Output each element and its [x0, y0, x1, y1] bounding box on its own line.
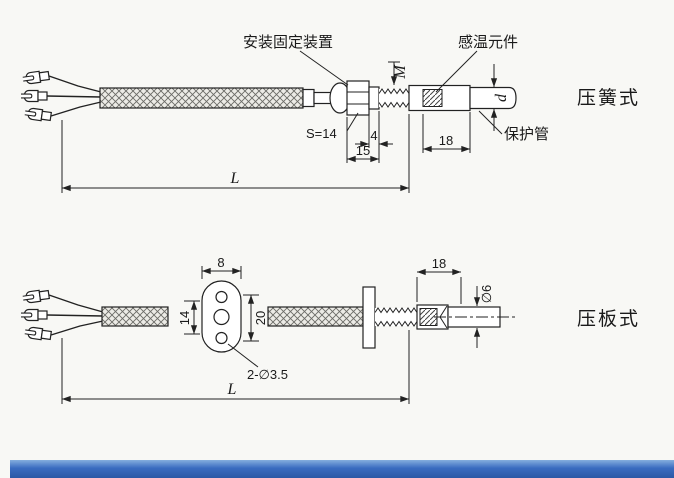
protection-tube — [469, 86, 517, 110]
dim-18-bottom: 18 — [416, 256, 462, 304]
thread-section-bottom — [374, 307, 418, 327]
leader-mounting — [299, 50, 349, 86]
sensing-element — [422, 89, 443, 107]
dim-20: 20 — [243, 294, 268, 342]
leader-sensing — [435, 50, 478, 93]
lead-wires — [46, 75, 102, 117]
dim-8: 8 — [201, 255, 242, 279]
holes-label: 2-∅3.5 — [247, 367, 288, 382]
dim-L-top: L — [61, 114, 410, 193]
dim-d: d — [490, 64, 510, 131]
bottom-blue-bar — [10, 460, 674, 478]
thread-mark: M — [392, 64, 409, 80]
ferrule — [302, 88, 315, 108]
diameter-mark: d — [493, 93, 510, 102]
plate-type-diagram: 8 14 20 2-∅3.5 — [20, 255, 640, 404]
dim-4: 4 — [355, 111, 393, 163]
label-mounting-fixture: 安装固定装置 — [243, 34, 333, 51]
plate-side-view — [362, 286, 376, 349]
dim-14: 14 — [177, 300, 200, 335]
svg-text:∅6: ∅6 — [479, 285, 494, 304]
dim-S14: S=14 — [306, 112, 359, 141]
braided-cable-right — [267, 306, 364, 327]
dim-M: M — [388, 61, 409, 86]
label-sensing-element: 感温元件 — [458, 34, 518, 51]
braided-cable-left — [101, 306, 169, 327]
probe-assembly — [408, 84, 517, 112]
mounting-hole-top — [215, 290, 228, 304]
svg-text:18: 18 — [432, 256, 446, 271]
spade-terminals — [20, 69, 53, 123]
spade-terminals-bottom — [20, 288, 53, 342]
mounting-fixture — [302, 80, 380, 116]
probe-assembly-bottom — [416, 304, 517, 330]
hex-facets — [347, 91, 369, 105]
cable-hole — [213, 308, 230, 326]
svg-text:8: 8 — [217, 255, 224, 270]
plate-front-view — [201, 280, 242, 353]
dim-15: 15 — [346, 117, 380, 163]
plate-type-name: 压板式 — [577, 308, 640, 330]
wrench-size: S=14 — [306, 126, 337, 141]
braided-cable — [99, 87, 304, 109]
leader-protection-tube — [478, 110, 503, 135]
mounting-hole-bottom — [215, 331, 228, 345]
spring-type-diagram: M S=14 4 15 18 d — [20, 34, 640, 193]
lead-wires-bottom — [46, 294, 104, 336]
svg-text:4: 4 — [370, 128, 377, 143]
svg-text:20: 20 — [253, 311, 268, 325]
thread-section — [378, 88, 410, 108]
dim-phi6: ∅6 — [473, 285, 494, 348]
svg-text:14: 14 — [177, 311, 192, 325]
dim-L-bottom: L — [61, 330, 410, 404]
neck — [313, 91, 332, 105]
collar — [368, 86, 380, 110]
spring-type-name: 压簧式 — [577, 87, 640, 109]
hex-nut — [346, 80, 370, 116]
svg-text:18: 18 — [439, 133, 453, 148]
svg-text:L: L — [227, 381, 237, 398]
svg-text:L: L — [230, 170, 240, 187]
labels-top: 安装固定装置 感温元件 保护管 压簧式 — [243, 34, 640, 143]
svg-text:15: 15 — [356, 143, 370, 158]
dim-holes: 2-∅3.5 — [227, 343, 288, 382]
label-protection-tube: 保护管 — [504, 126, 549, 143]
dim-18: 18 — [422, 112, 471, 153]
